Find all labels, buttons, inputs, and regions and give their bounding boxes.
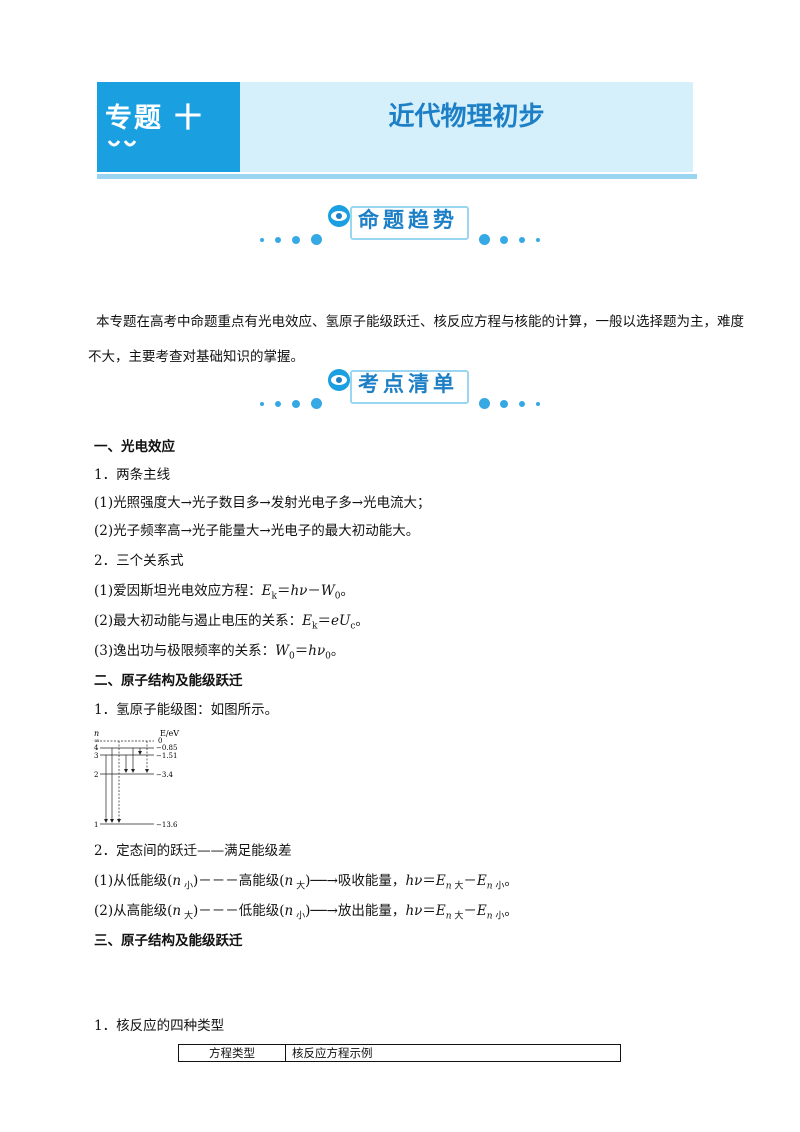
level-energy-label: −13.6	[156, 821, 178, 829]
section-title-checklist: 考点清单	[358, 372, 458, 396]
eye-icon	[328, 369, 350, 391]
intro-paragraph: 本专题在高考中命题重点有光电效应、氢原子能级跃迁、核反应方程与核能的计算，一般以…	[88, 314, 744, 365]
banner-right-block	[240, 82, 693, 172]
section-header-trend: 命题趋势	[255, 204, 545, 254]
level-energy-label: −3.4	[156, 771, 174, 779]
topic-number-label: 专题 十	[105, 103, 204, 134]
section-title-box	[350, 206, 469, 240]
banner-left-block	[97, 82, 240, 172]
level-n-label: 1	[94, 821, 98, 829]
equation-einstein: (1)爱因斯坦光电效应方程：Ek＝hν－W0。	[94, 583, 354, 602]
table-header-cell: 核反应方程示例	[292, 1046, 373, 1060]
level-n-label: 4	[94, 744, 99, 752]
hydrogen-energy-level-diagram: n E/eV ∞ 4 3 2 1 0 −0.85 −1.51 −3.4 −13.…	[94, 729, 179, 829]
transition-absorb: (1)从低能级(n 小)－－－高能级(n 大)──→吸收能量，hν＝En 大－E…	[94, 873, 518, 892]
section-title-trend: 命题趋势	[358, 208, 458, 232]
subheading-energy-diagram: 1．氢原子能级图：如图所示。	[94, 702, 279, 718]
axis-e-label: E/eV	[160, 729, 179, 738]
level-n-label: ∞	[94, 737, 100, 745]
level-n-label: 3	[94, 752, 98, 760]
heading-photoelectric: 一、光电效应	[94, 439, 175, 455]
subheading-two-lines: 1．两条主线	[94, 467, 171, 483]
section-header-checklist: 考点清单	[255, 368, 545, 418]
nuclear-reaction-table: 方程类型 核反应方程示例	[178, 1044, 621, 1062]
equation-stopping-voltage: (2)最大初动能与遏止电压的关系：Ek＝eUc。	[94, 613, 369, 632]
heading-section-three: 三、原子结构及能级跃迁	[94, 933, 243, 949]
level-energy-label: −0.85	[156, 744, 177, 752]
list-item: (2)光子频率高→光子能量大→光电子的最大初动能大。	[94, 523, 420, 539]
axis-n-label: n	[94, 729, 99, 738]
level-energy-label: 0	[158, 737, 162, 745]
topic-title: 近代物理初步	[388, 102, 545, 132]
subheading-three-relations: 2．三个关系式	[94, 553, 184, 569]
level-energy-label: −1.51	[156, 752, 177, 760]
banner-underline	[97, 174, 697, 179]
subheading-transitions: 2．定态间的跃迁——满足能级差	[94, 843, 292, 859]
heading-atomic-structure: 二、原子结构及能级跃迁	[94, 673, 243, 689]
eye-icon	[328, 205, 350, 227]
equation-work-function: (3)逸出功与极限频率的关系：W0＝hν0。	[94, 643, 345, 662]
level-n-label: 2	[94, 771, 98, 779]
list-item: (1)光照强度大→光子数目多→发射光电子多→光电流大；	[94, 495, 431, 511]
subheading-nuclear-reactions: 1．核反应的四种类型	[94, 1018, 225, 1034]
table-header-cell: 方程类型	[179, 1045, 286, 1061]
wave-decoration-icon	[107, 140, 137, 147]
transition-emit: (2)从高能级(n 大)－－－低能级(n 小)──→放出能量，hν＝En 大－E…	[94, 903, 518, 922]
topic-banner: 专题 十 近代物理初步	[97, 82, 697, 181]
section-title-box	[350, 370, 469, 404]
